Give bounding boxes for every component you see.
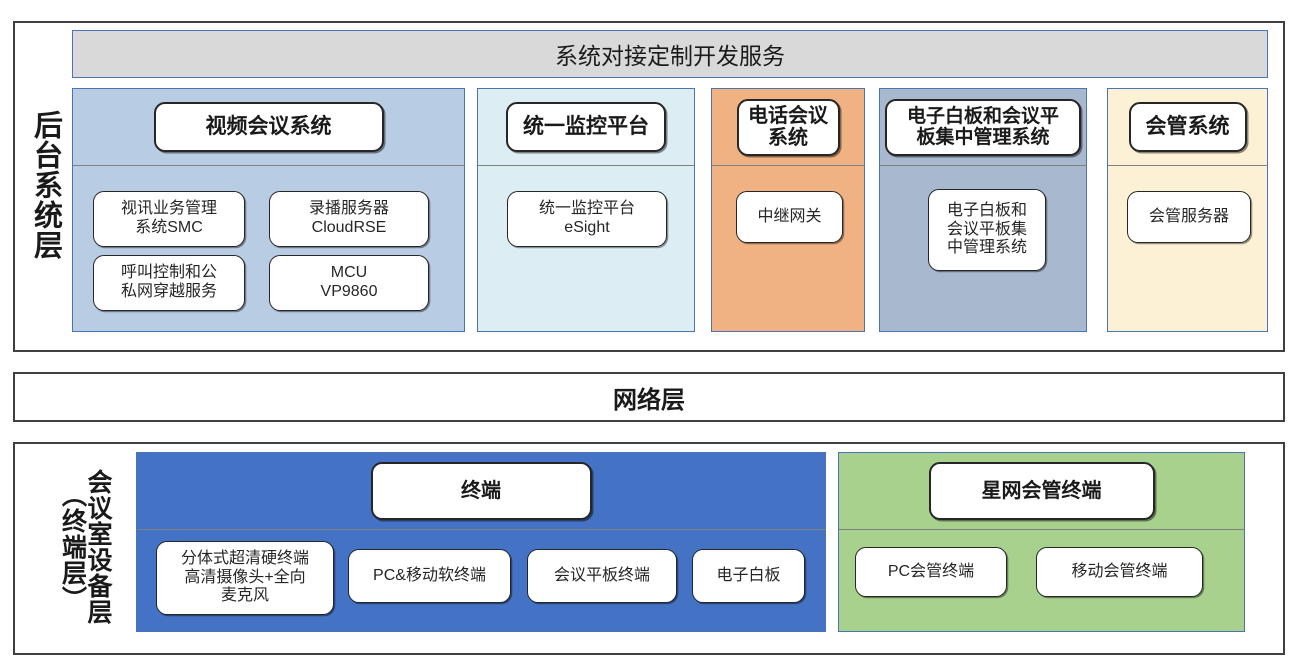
panel-meeting-management[interactable]: 会管系统 会管服务器 <box>1107 88 1268 332</box>
item-pc-meeting-mgmt-terminal[interactable]: PC会管终端 <box>855 547 1007 597</box>
panel-xingwang-terminal[interactable]: 星网会管终端 PC会管终端 移动会管终端 <box>838 452 1245 632</box>
integration-service-bar: 系统对接定制开发服务 <box>72 30 1268 78</box>
room-label-sub: （终端层） <box>58 482 87 612</box>
panel-title-video-conference[interactable]: 视频会议系统 <box>153 102 384 152</box>
item-hd-endpoint[interactable]: 分体式超清硬终端高清摄像头+全向麦克风 <box>156 541 334 615</box>
panel-body: PC会管终端 移动会管终端 <box>839 529 1244 631</box>
panel-title-phone-conference[interactable]: 电话会议系统 <box>736 98 840 156</box>
panel-divider <box>137 529 826 530</box>
item-call-control[interactable]: 呼叫控制和公私网穿越服务 <box>93 255 245 311</box>
network-layer-bar: 网络层 <box>13 372 1285 422</box>
item-electronic-whiteboard[interactable]: 电子白板 <box>692 549 805 603</box>
panel-divider <box>478 165 695 166</box>
panel-title-unified-monitoring[interactable]: 统一监控平台 <box>506 102 666 152</box>
item-mobile-meeting-mgmt-terminal[interactable]: 移动会管终端 <box>1036 547 1203 597</box>
integration-service-label: 系统对接定制开发服务 <box>555 43 785 69</box>
panel-divider <box>712 165 865 166</box>
panel-title-meeting-management[interactable]: 会管系统 <box>1128 102 1247 152</box>
item-smc[interactable]: 视讯业务管理系统SMC <box>93 191 245 247</box>
panel-header: 会管系统 <box>1108 89 1267 165</box>
panel-header: 视频会议系统 <box>73 89 464 165</box>
network-layer-label: 网络层 <box>613 386 685 414</box>
item-meeting-mgmt-server[interactable]: 会管服务器 <box>1127 191 1251 243</box>
panel-body: 分体式超清硬终端高清摄像头+全向麦克风 PC&移动软终端 会议平板终端 电子白板 <box>137 529 825 631</box>
panel-header: 电话会议系统 <box>712 89 864 165</box>
panel-divider <box>73 165 465 166</box>
room-equipment-layer-label: 会议室设备层 （终端层） <box>30 452 113 642</box>
panel-body: 电子白板和会议平板集中管理系统 <box>880 165 1086 331</box>
panel-terminal[interactable]: 终端 分体式超清硬终端高清摄像头+全向麦克风 PC&移动软终端 会议平板终端 电… <box>136 452 826 632</box>
panel-title-terminal[interactable]: 终端 <box>370 462 592 520</box>
room-label-main: 会议室设备层 <box>84 469 112 625</box>
panel-title-whiteboard-management[interactable]: 电子白板和会议平板集中管理系统 <box>885 98 1081 156</box>
panel-title-xingwang-terminal[interactable]: 星网会管终端 <box>928 462 1155 520</box>
panel-header: 统一监控平台 <box>478 89 694 165</box>
item-pc-mobile-soft-terminal[interactable]: PC&移动软终端 <box>348 549 511 603</box>
panel-header: 电子白板和会议平板集中管理系统 <box>880 89 1086 165</box>
panel-header: 星网会管终端 <box>839 453 1244 529</box>
panel-whiteboard-management[interactable]: 电子白板和会议平板集中管理系统 电子白板和会议平板集中管理系统 <box>879 88 1087 332</box>
panel-body: 会管服务器 <box>1108 165 1267 331</box>
item-whiteboard-mgmt-system[interactable]: 电子白板和会议平板集中管理系统 <box>928 189 1046 271</box>
item-conference-tablet-terminal[interactable]: 会议平板终端 <box>527 549 677 603</box>
backend-system-layer-label: 后台系统层 <box>29 110 62 260</box>
panel-phone-conference[interactable]: 电话会议系统 中继网关 <box>711 88 865 332</box>
panel-header: 终端 <box>137 453 825 529</box>
item-trunk-gateway[interactable]: 中继网关 <box>736 191 843 243</box>
panel-body: 中继网关 <box>712 165 864 331</box>
panel-divider <box>880 165 1087 166</box>
panel-divider <box>1108 165 1268 166</box>
panel-divider <box>839 529 1245 530</box>
